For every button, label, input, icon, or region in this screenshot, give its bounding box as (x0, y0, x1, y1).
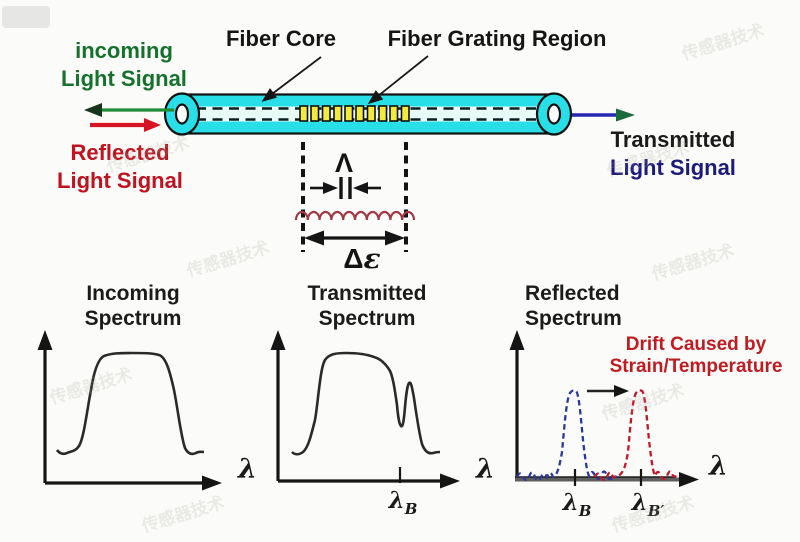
grating-blocks (299, 105, 410, 122)
watermark-blob (2, 6, 50, 28)
fiber-assembly (163, 92, 573, 136)
incoming-spectrum-curve (55, 351, 205, 456)
reflected-peak-shifted (593, 389, 679, 482)
drift-annotation: Drift Caused by Strain/Temperature (609, 334, 783, 377)
transmitted-light-label: Transmitted Light Signal (610, 127, 736, 181)
transmitted-spectrum-plot (270, 330, 460, 489)
transmitted-spectrum-title: Transmitted Spectrum (307, 282, 427, 331)
fiber-core-leader-arrow (261, 56, 322, 102)
lambda-b-label-reflected: λB (562, 489, 592, 520)
lambda-b-prime-label: λB′ (631, 489, 665, 520)
reflected-peak-original (515, 389, 618, 482)
fiber-left-endcap (163, 92, 201, 136)
fiber-right-endcap (535, 92, 573, 136)
reflected-spectrum-title: Reflected Spectrum (525, 282, 622, 331)
incoming-xaxis-lambda: λ (238, 454, 257, 485)
incoming-spectrum-title: Incoming Spectrum (84, 282, 182, 331)
incoming-light-label: incoming Light Signal (61, 38, 187, 92)
reflected-light-label: Reflected Light Signal (57, 140, 183, 194)
transmitted-spectrum-curve (291, 351, 441, 456)
reflected-spectrum-plot (509, 330, 699, 487)
strain-symbol: Δε (343, 242, 381, 275)
transmitted-xaxis-lambda: λ (476, 454, 495, 485)
grating-leader-arrow (367, 55, 429, 105)
fiber-core-label: Fiber Core (225, 26, 337, 51)
strain-coil (294, 210, 416, 221)
grating-detail (294, 142, 416, 252)
fiber-grating-region-label: Fiber Grating Region (387, 26, 607, 51)
lambda-b-label: λB (388, 487, 418, 518)
incoming-spectrum-plot (37, 330, 222, 491)
grating-period-symbol: Λ (334, 148, 353, 178)
reflected-xaxis-lambda: λ (709, 451, 728, 482)
